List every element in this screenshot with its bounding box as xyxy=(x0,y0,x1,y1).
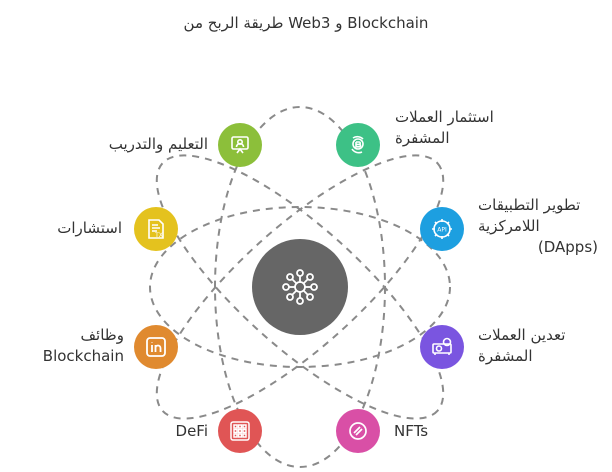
label-education: التعليم والتدريب xyxy=(108,135,208,153)
center-hub xyxy=(252,239,348,335)
label-consulting: استشارات xyxy=(57,219,122,237)
page-title: طريقة الربح من Web3 و Blockchain xyxy=(183,14,429,32)
node-dapps: API xyxy=(420,207,464,251)
orbit-ellipse-4 xyxy=(155,154,445,420)
mining-rig-icon xyxy=(432,337,452,355)
linkedin-icon xyxy=(146,337,166,357)
coin-refresh-icon xyxy=(351,135,364,154)
node-consulting: TX xyxy=(134,207,178,251)
node-nfts xyxy=(336,409,380,453)
presentation-icon xyxy=(231,136,249,154)
network-hub-icon xyxy=(282,269,318,305)
node-crypto-investing xyxy=(336,123,380,167)
label-dapps: تطوير التطبيقات اللامركزية (DApps) xyxy=(478,196,598,256)
grid-blocks-icon xyxy=(230,421,250,441)
svg-text:TX: TX xyxy=(154,232,163,239)
nft-token-icon xyxy=(349,422,367,440)
label-defi: DeFi xyxy=(175,422,208,440)
svg-text:API: API xyxy=(437,227,447,234)
label-nfts: NFTs xyxy=(394,422,429,440)
node-jobs xyxy=(134,325,178,369)
gear-api-icon: API xyxy=(432,219,452,239)
label-mining: تعدين العملات المشفرة xyxy=(478,326,566,365)
node-education xyxy=(218,123,262,167)
orbit-ellipse-3 xyxy=(155,154,445,420)
label-jobs: وظائف Blockchain xyxy=(42,326,124,365)
orbit-ellipse-2 xyxy=(149,206,451,368)
document-icon: TX xyxy=(148,219,164,239)
node-mining xyxy=(420,325,464,369)
node-defi xyxy=(218,409,262,453)
label-crypto-investing: استثمار العملات المشفرة xyxy=(395,108,494,147)
